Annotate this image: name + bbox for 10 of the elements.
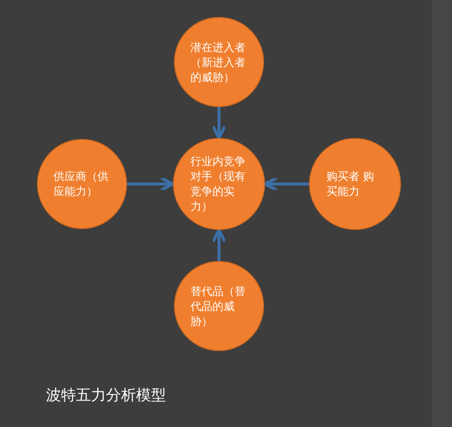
node-label: 替代品（替代品的威胁） [190,284,246,328]
arrow [212,228,226,261]
diagram-title: 波特五力分析模型 [46,386,166,405]
node-label: 购买者 购买能力 [326,169,375,199]
arrow [212,107,226,140]
node-label: 行业内竞争对手（现有竞争的实力） [190,154,246,214]
node-label: 供应商（供应能力） [54,169,110,199]
node-label: 潜在进入者（新进入者的威胁） [190,40,246,84]
arrow [127,176,175,192]
arrow [263,176,309,192]
